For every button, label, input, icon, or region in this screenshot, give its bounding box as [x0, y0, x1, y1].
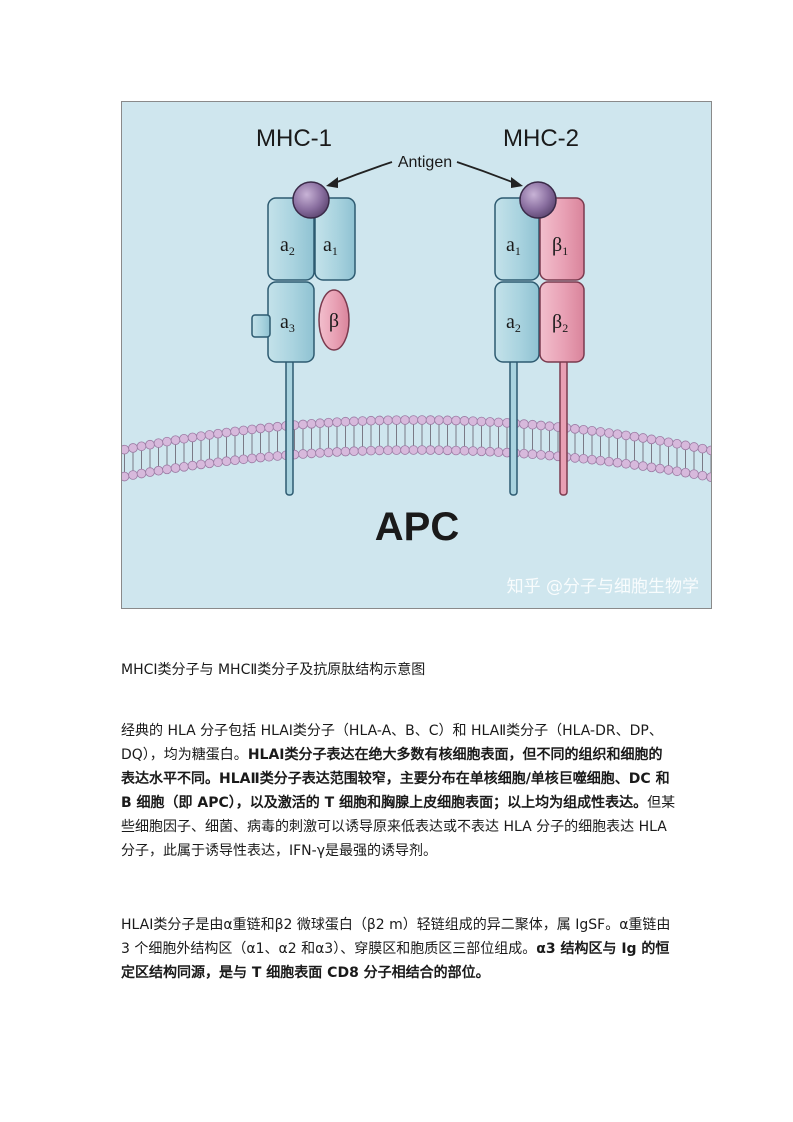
mhc2-beta1-domain	[539, 197, 585, 281]
mhc1-antigen-peptide	[292, 181, 330, 219]
mhc-diagram: MHC-1 MHC-2 Antigen a2 a1 a3 β a1 β1 a2 …	[122, 102, 711, 608]
antigen-arrowhead-left	[326, 177, 338, 188]
paragraph1-bold-sentence: HLAⅠ类分子表达在绝大多数有核细胞表面，但不同的组织和细胞的表达水平不同。HL…	[121, 747, 670, 811]
mhc1-transmembrane-stem	[285, 359, 294, 496]
antigen-arrowhead-right	[511, 177, 523, 188]
cell-membrane	[122, 415, 711, 482]
diagram-background	[122, 102, 711, 608]
figure-caption: MHCⅠ类分子与 MHCⅡ类分子及抗原肽结构示意图	[121, 662, 426, 678]
paragraph-hla-overview: 经典的 HLA 分子包括 HLAⅠ类分子（HLA-A、B、C）和 HLAⅡ类分子…	[121, 719, 676, 863]
mhc2-alpha-stem	[509, 359, 518, 496]
watermark: 知乎 @分子与细胞生物学	[507, 577, 699, 597]
mhc-diagram-figure: MHC-1 MHC-2 Antigen a2 a1 a3 β a1 β1 a2 …	[121, 101, 712, 609]
antigen-label: Antigen	[398, 154, 452, 171]
mhc1-beta2m-domain	[318, 289, 350, 351]
mhc1-alpha3-label: a3	[280, 311, 295, 335]
mhc1-alpha1-domain	[314, 197, 356, 281]
mhc1-alpha1-label: a1	[323, 234, 338, 258]
paragraph2-bold-sentence: α3 结构区与 Ig 的恒定区结构同源，是与 T 细胞表面 CD8 分子相结合的…	[121, 941, 670, 981]
apc-label: APC	[375, 505, 459, 549]
mhc2-molecule	[494, 181, 585, 496]
mhc2-alpha1-label: a1	[506, 234, 521, 258]
mhc2-alpha1-domain	[494, 197, 540, 281]
paragraph-hla-class1-structure: HLAⅠ类分子是由α重链和β2 微球蛋白（β2 m）轻链组成的异二聚体，属 Ig…	[121, 913, 676, 985]
mhc1-alpha2-domain	[267, 197, 315, 281]
mhc2-beta2-domain	[539, 281, 585, 363]
mhc2-beta1-label: β1	[552, 234, 568, 258]
mhc2-beta2-label: β2	[552, 311, 568, 335]
mhc1-title: MHC-1	[256, 125, 332, 152]
mhc2-alpha2-domain	[494, 281, 540, 363]
paragraph2-sentence1: HLAⅠ类分子是由α重链和β2 微球蛋白（β2 m）轻链组成的异二聚体，属 Ig…	[121, 917, 671, 957]
mhc2-alpha2-label: a2	[506, 311, 521, 335]
mhc1-alpha3-tab	[251, 314, 271, 338]
paragraph1-sentence1: 经典的 HLA 分子包括 HLAⅠ类分子（HLA-A、B、C）和 HLAⅡ类分子…	[121, 723, 663, 763]
mhc2-title: MHC-2	[503, 125, 579, 152]
paragraph1-sentence3: 但某些细胞因子、细菌、病毒的刺激可以诱导原来低表达或不表达 HLA 分子的细胞表…	[121, 795, 676, 859]
mhc2-antigen-peptide	[519, 181, 557, 219]
mhc1-beta2m-label: β	[329, 310, 339, 332]
mhc1-alpha2-label: a2	[280, 234, 295, 258]
mhc2-beta-stem	[559, 359, 568, 496]
mhc1-molecule	[251, 181, 356, 496]
